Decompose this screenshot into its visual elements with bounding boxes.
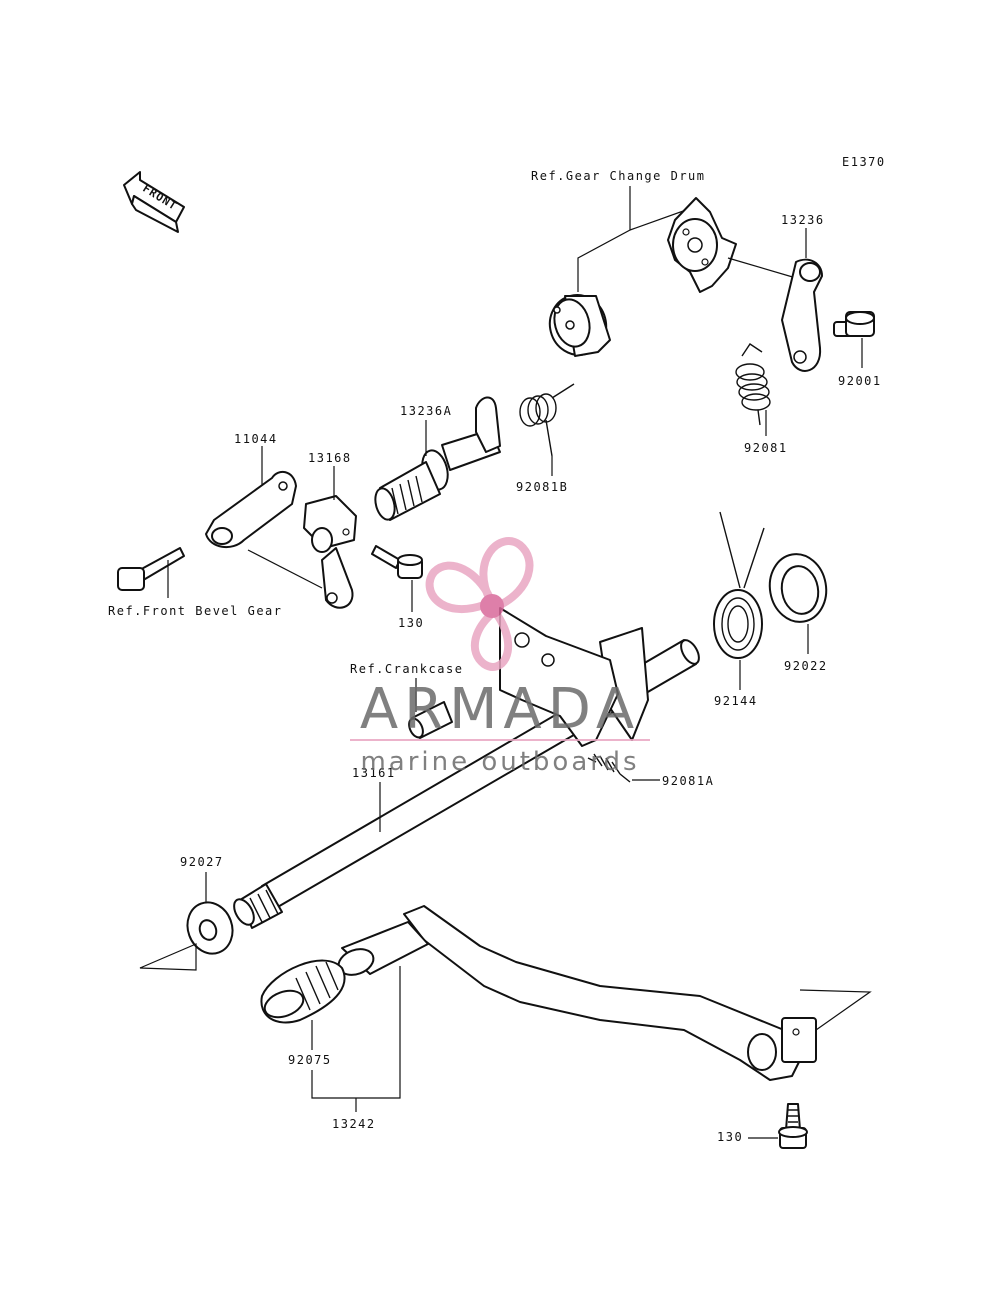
part-13168-label: 13168 xyxy=(308,451,352,465)
part-13236-label: 13236 xyxy=(781,213,825,227)
armada-watermark: ARMADA marine outboards xyxy=(350,537,650,777)
ref-gear-change-drum-label: Ref.Gear Change Drum xyxy=(531,169,706,183)
bolt-130-upper-icon xyxy=(371,545,423,579)
washer-92027-icon xyxy=(186,901,234,955)
shift-arm-shaft-icon xyxy=(374,396,501,521)
shaft-alignment-mark-left xyxy=(139,943,197,971)
part-92001-label: 92001 xyxy=(838,374,882,388)
part-92075-label: 92075 xyxy=(288,1053,332,1067)
crankcase-stud-icon xyxy=(408,701,453,739)
ref-crankcase-label: Ref.Crankcase xyxy=(350,662,463,676)
shoulder-bolt-icon xyxy=(833,311,875,337)
bolt-130-lower-icon xyxy=(778,1103,808,1149)
part-92144-label: 92144 xyxy=(714,694,758,708)
part-13242-label: 13242 xyxy=(332,1117,376,1131)
torsion-spring-92144-icon xyxy=(713,511,765,659)
part-92027-label: 92027 xyxy=(180,855,224,869)
watermark-tagline: marine outboards xyxy=(360,747,639,777)
gear-change-drum-end-icon xyxy=(548,294,611,357)
part-92081A-label: 92081A xyxy=(662,774,714,788)
spring-92081A-icon xyxy=(587,753,631,783)
shift-arm-clamp-icon xyxy=(303,495,357,609)
watermark-brand: ARMADA xyxy=(360,677,640,742)
shift-drum-cam-icon xyxy=(667,197,737,293)
return-spring-92081B-icon xyxy=(519,383,575,457)
part-130-lower-label: 130 xyxy=(717,1130,743,1144)
shaft-alignment-mark-right xyxy=(799,989,872,1031)
torsion-spring-92081-icon xyxy=(735,343,771,426)
pedal-rubber-92075-icon xyxy=(260,959,346,1024)
washer-92022-icon xyxy=(768,553,828,623)
propeller-logo-icon xyxy=(425,537,534,671)
front-bevel-gear-bolt-icon xyxy=(117,547,185,591)
cam-to-lever-leader xyxy=(727,257,797,279)
part-92081-label: 92081 xyxy=(744,441,788,455)
shift-shaft-13161-icon xyxy=(233,607,700,929)
part-92022-label: 92022 xyxy=(784,659,828,673)
drum-positioning-lever-icon xyxy=(781,258,823,372)
part-92081B-label: 92081B xyxy=(516,480,568,494)
ref-front-bevel-gear-label: Ref.Front Bevel Gear xyxy=(108,604,283,618)
part-11044-label: 11044 xyxy=(234,432,278,446)
bracket-11044-icon xyxy=(205,470,297,549)
shift-pedal-13242-icon xyxy=(337,905,817,1081)
front-arrow-icon: FRONT xyxy=(123,171,185,233)
bracket-to-arm-leader xyxy=(247,549,323,589)
part-13236A-label: 13236A xyxy=(400,404,452,418)
part-13161-label: 13161 xyxy=(352,766,396,780)
diagram-code: E1370 xyxy=(842,155,886,169)
part-130-upper-label: 130 xyxy=(398,616,424,630)
